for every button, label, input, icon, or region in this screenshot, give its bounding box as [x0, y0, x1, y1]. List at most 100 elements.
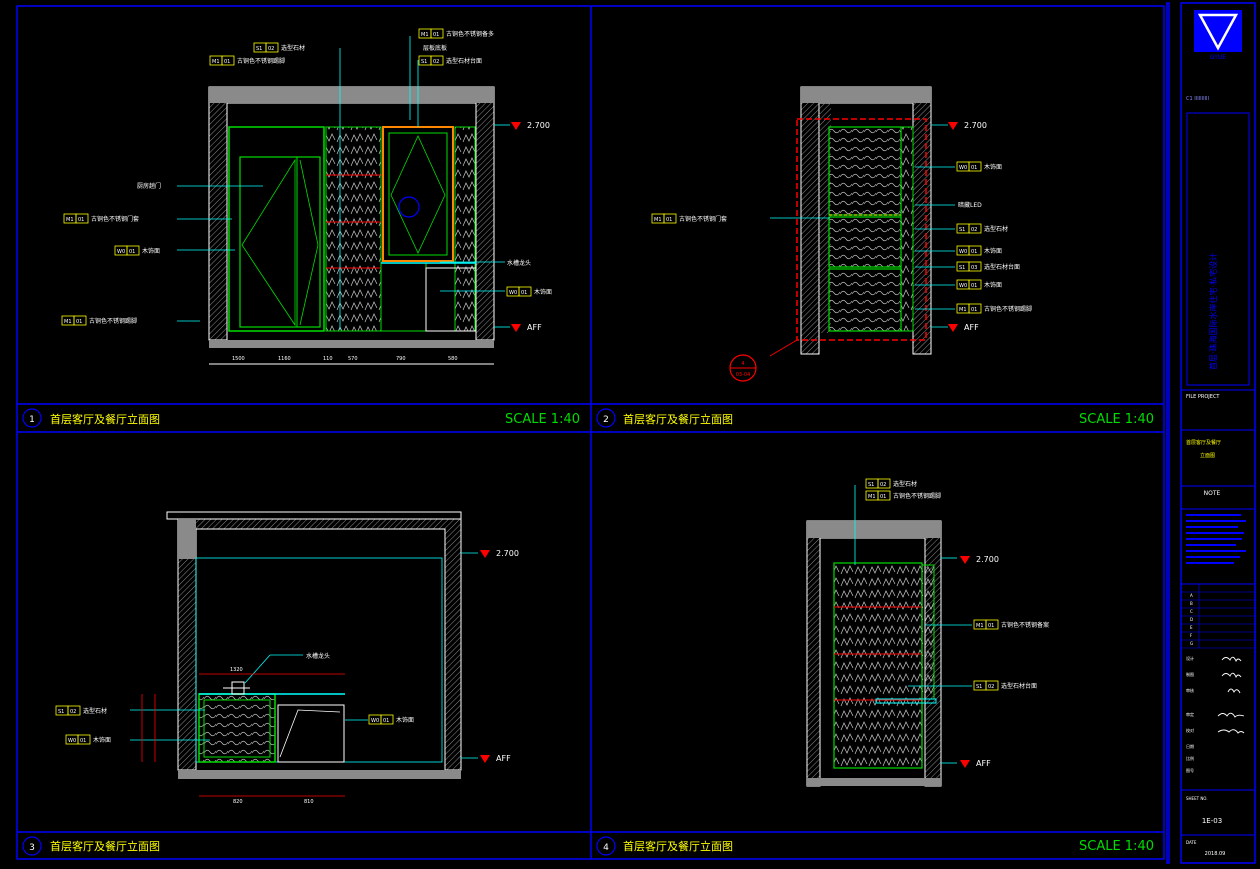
- svg-text:W0: W0: [959, 283, 967, 289]
- svg-text:GYUE: GYUE: [1210, 54, 1226, 61]
- svg-text:C: C: [1190, 609, 1193, 614]
- svg-text:02: 02: [433, 59, 439, 65]
- svg-text:790: 790: [396, 356, 406, 362]
- svg-text:M1: M1: [421, 32, 429, 38]
- panel-number: 1: [29, 415, 35, 425]
- svg-text:1160: 1160: [278, 356, 291, 362]
- svg-text:AFF: AFF: [976, 759, 991, 768]
- panel-title-4: 4 首层客厅及餐厅立面图 SCALE 1:40: [596, 836, 1154, 856]
- panel-title-3: 3 首层客厅及餐厅立面图: [22, 836, 160, 856]
- tag-p4-s1: S1 02 选型石材: [865, 478, 917, 489]
- svg-text:D: D: [1190, 617, 1193, 622]
- svg-text:审核: 审核: [1186, 687, 1194, 693]
- panel-scale: SCALE 1:40: [1079, 412, 1154, 427]
- tag-p3-s1: S1 02 选型石材: [55, 705, 107, 716]
- svg-text:01: 01: [971, 165, 977, 171]
- svg-text:选型石材: 选型石材: [83, 707, 107, 715]
- svg-text:木饰面: 木饰面: [396, 716, 414, 724]
- svg-text:AFF: AFF: [964, 323, 979, 332]
- tag-p2-s1-a: S1 02 选型石材: [956, 223, 1008, 234]
- svg-text:M1: M1: [64, 319, 72, 325]
- svg-text:E: E: [1190, 625, 1193, 630]
- svg-text:木饰面: 木饰面: [93, 736, 111, 744]
- svg-text:古铜色不锈钢备案: 古铜色不锈钢备案: [1001, 621, 1049, 629]
- svg-text:S1: S1: [58, 709, 64, 715]
- signatures: [1217, 656, 1245, 734]
- svg-text:古铜色不锈钢踢脚: 古铜色不锈钢踢脚: [89, 317, 137, 325]
- sheet-number: 1E-03: [1202, 817, 1222, 825]
- panel-title: 首层客厅及餐厅立面图: [50, 412, 160, 426]
- svg-text:SHEET NO.: SHEET NO.: [1186, 796, 1208, 801]
- svg-text:选型石材: 选型石材: [893, 480, 917, 488]
- svg-text:01: 01: [224, 59, 230, 65]
- svg-text:A: A: [1190, 593, 1193, 598]
- panel-title-1: 1 首层客厅及餐厅立面图 SCALE 1:40: [22, 408, 580, 428]
- svg-text:W0: W0: [959, 165, 967, 171]
- svg-text:古铜色不锈钢踢脚: 古铜色不锈钢踢脚: [893, 492, 941, 500]
- tag-p1-m1-foot: M1 01 古铜色不锈钢踢脚: [61, 315, 137, 326]
- svg-text:01: 01: [76, 319, 82, 325]
- tag-p1-s1-right: S1 02 选型石材台面: [418, 55, 482, 66]
- tag-p1-m1-top: M1 01 古铜色不锈钢踢脚: [209, 55, 285, 66]
- svg-text:S1: S1: [421, 59, 427, 65]
- svg-text:古铜色不锈钢踢脚: 古铜色不锈钢踢脚: [237, 57, 285, 65]
- svg-text:校对: 校对: [1186, 727, 1194, 733]
- svg-text:S1: S1: [959, 227, 965, 233]
- svg-text:820: 820: [233, 799, 243, 805]
- svg-text:03-04: 03-04: [736, 372, 751, 378]
- tag-p2-w0-3: W0 01 木饰面: [956, 279, 1002, 290]
- svg-text:02: 02: [988, 684, 994, 690]
- svg-text:DATE: DATE: [1186, 840, 1197, 845]
- sheet-date: 2018.09: [1205, 851, 1226, 857]
- svg-text:W0: W0: [117, 249, 125, 255]
- panel-title: 首层客厅及餐厅立面图: [623, 839, 733, 853]
- svg-text:水槽龙头: 水槽龙头: [507, 259, 531, 267]
- svg-text:02: 02: [70, 709, 76, 715]
- svg-text:S1: S1: [868, 482, 874, 488]
- svg-text:S1: S1: [256, 46, 262, 52]
- company-logo: GYUE: [1194, 10, 1242, 61]
- svg-text:审定: 审定: [1186, 711, 1194, 717]
- svg-text:01: 01: [988, 623, 994, 629]
- svg-text:01: 01: [129, 249, 135, 255]
- svg-text:B: B: [1190, 601, 1193, 606]
- svg-text:古铜色不锈钢备多: 古铜色不锈钢备多: [446, 30, 494, 38]
- tag-p2-w0-1: W0 01 木饰面: [956, 161, 1002, 172]
- elevation-2: 4 03-04 2.700 AFF 暗藏LED: [729, 86, 987, 382]
- svg-text:M1: M1: [976, 623, 984, 629]
- panel-title: 首层客厅及餐厅立面图: [50, 839, 160, 853]
- svg-text:选型石材台面: 选型石材台面: [446, 57, 482, 65]
- svg-text:木饰面: 木饰面: [142, 247, 160, 255]
- svg-text:设计: 设计: [1186, 655, 1194, 661]
- svg-text:日期: 日期: [1186, 743, 1194, 749]
- svg-text:580: 580: [448, 356, 458, 362]
- panel-number: 3: [29, 843, 35, 853]
- elevation-1: 2.700 AFF 1500 1160 110 570 790 580 厨房趟门…: [137, 36, 550, 365]
- svg-text:木饰面: 木饰面: [984, 163, 1002, 171]
- svg-text:M1: M1: [212, 59, 220, 65]
- tag-p1-m1-right: M1 01 古铜色不锈钢备多: [418, 28, 494, 39]
- svg-text:首层客厅及餐厅: 首层客厅及餐厅: [1186, 439, 1221, 446]
- tag-p2-m1-door: M1 01 古铜色不锈钢门套: [651, 213, 727, 224]
- svg-text:C1 IIIIIIIIII: C1 IIIIIIIIII: [1186, 96, 1209, 102]
- svg-text:选型石材台面: 选型石材台面: [1001, 682, 1037, 690]
- svg-text:1500: 1500: [232, 356, 245, 362]
- panel-scale: SCALE 1:40: [1079, 839, 1154, 854]
- svg-text:M1: M1: [654, 217, 662, 223]
- svg-text:01: 01: [971, 283, 977, 289]
- svg-text:02: 02: [971, 227, 977, 233]
- svg-text:F: F: [1190, 633, 1193, 638]
- svg-text:图号: 图号: [1186, 767, 1194, 773]
- svg-text:木饰面: 木饰面: [984, 281, 1002, 289]
- svg-text:木饰面: 木饰面: [534, 288, 552, 296]
- project-label: 首层·珠海国际水岸住宅·私宅设计: [1208, 253, 1218, 370]
- svg-text:810: 810: [304, 799, 314, 805]
- svg-text:01: 01: [383, 718, 389, 724]
- svg-text:木饰面: 木饰面: [984, 247, 1002, 255]
- svg-text:2.700: 2.700: [964, 121, 987, 130]
- tag-p3-w0-right: W0 01 木饰面: [368, 714, 414, 725]
- svg-text:2.700: 2.700: [496, 549, 519, 558]
- elevation-3: 1320 820 810 2.700 AFF 水槽龙头: [130, 511, 519, 805]
- svg-text:01: 01: [433, 32, 439, 38]
- svg-text:01: 01: [971, 307, 977, 313]
